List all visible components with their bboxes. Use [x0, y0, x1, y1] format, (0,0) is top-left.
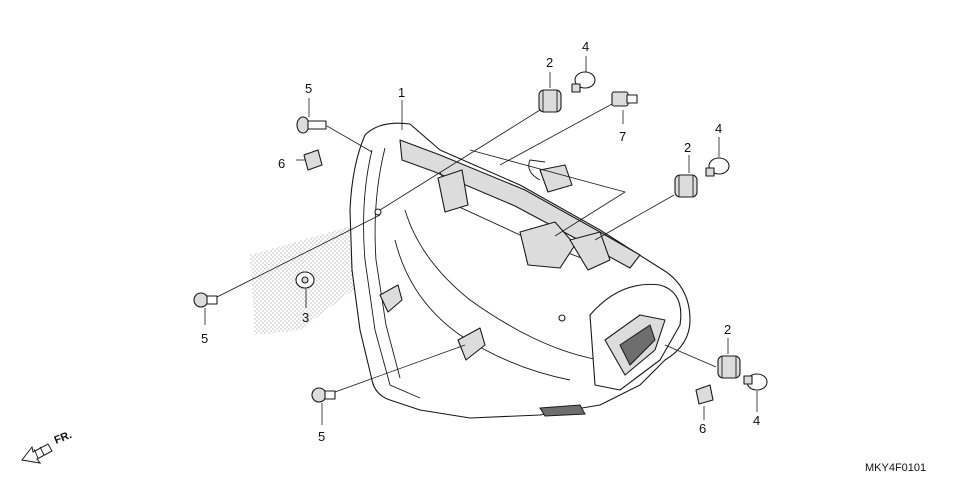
clip-nut-lower — [695, 384, 714, 405]
direction-arrow-icon — [21, 443, 53, 464]
collar-lower — [743, 373, 768, 391]
callout-2-lower: 2 — [724, 322, 731, 337]
callout-2-middle: 2 — [684, 140, 691, 155]
leader-lines — [204, 56, 758, 425]
screw-upper-left — [296, 116, 327, 134]
callout-2-upper: 2 — [546, 55, 553, 70]
collar-upper — [571, 71, 596, 93]
callout-4-middle: 4 — [715, 121, 722, 136]
bolt — [611, 91, 638, 107]
callout-5-middle: 5 — [201, 331, 208, 346]
grommet-lower — [717, 355, 741, 379]
screw-lower-left — [311, 387, 336, 403]
callout-3: 3 — [302, 310, 309, 325]
clip-nut-upper — [303, 149, 323, 171]
grommet-upper — [538, 89, 562, 113]
headlight-assembly — [349, 122, 691, 419]
callout-6-upper: 6 — [278, 156, 285, 171]
screw-middle-left — [193, 292, 218, 308]
front-direction-indicator: FR. — [21, 429, 74, 464]
callouts: 1 2 2 2 3 4 4 4 5 5 5 6 6 7 — [201, 39, 760, 444]
callout-1: 1 — [398, 85, 405, 100]
callout-5-upper: 5 — [305, 81, 312, 96]
callout-7: 7 — [619, 129, 626, 144]
washer — [295, 271, 315, 289]
callout-4-upper: 4 — [582, 39, 589, 54]
grommet-middle — [674, 174, 698, 198]
direction-label: FR. — [53, 429, 74, 447]
collar-middle — [705, 157, 730, 177]
callout-6-lower: 6 — [699, 421, 706, 436]
callout-5-lower: 5 — [318, 429, 325, 444]
callout-4-lower: 4 — [753, 413, 760, 428]
drawing-code: MKY4F0101 — [865, 462, 926, 474]
